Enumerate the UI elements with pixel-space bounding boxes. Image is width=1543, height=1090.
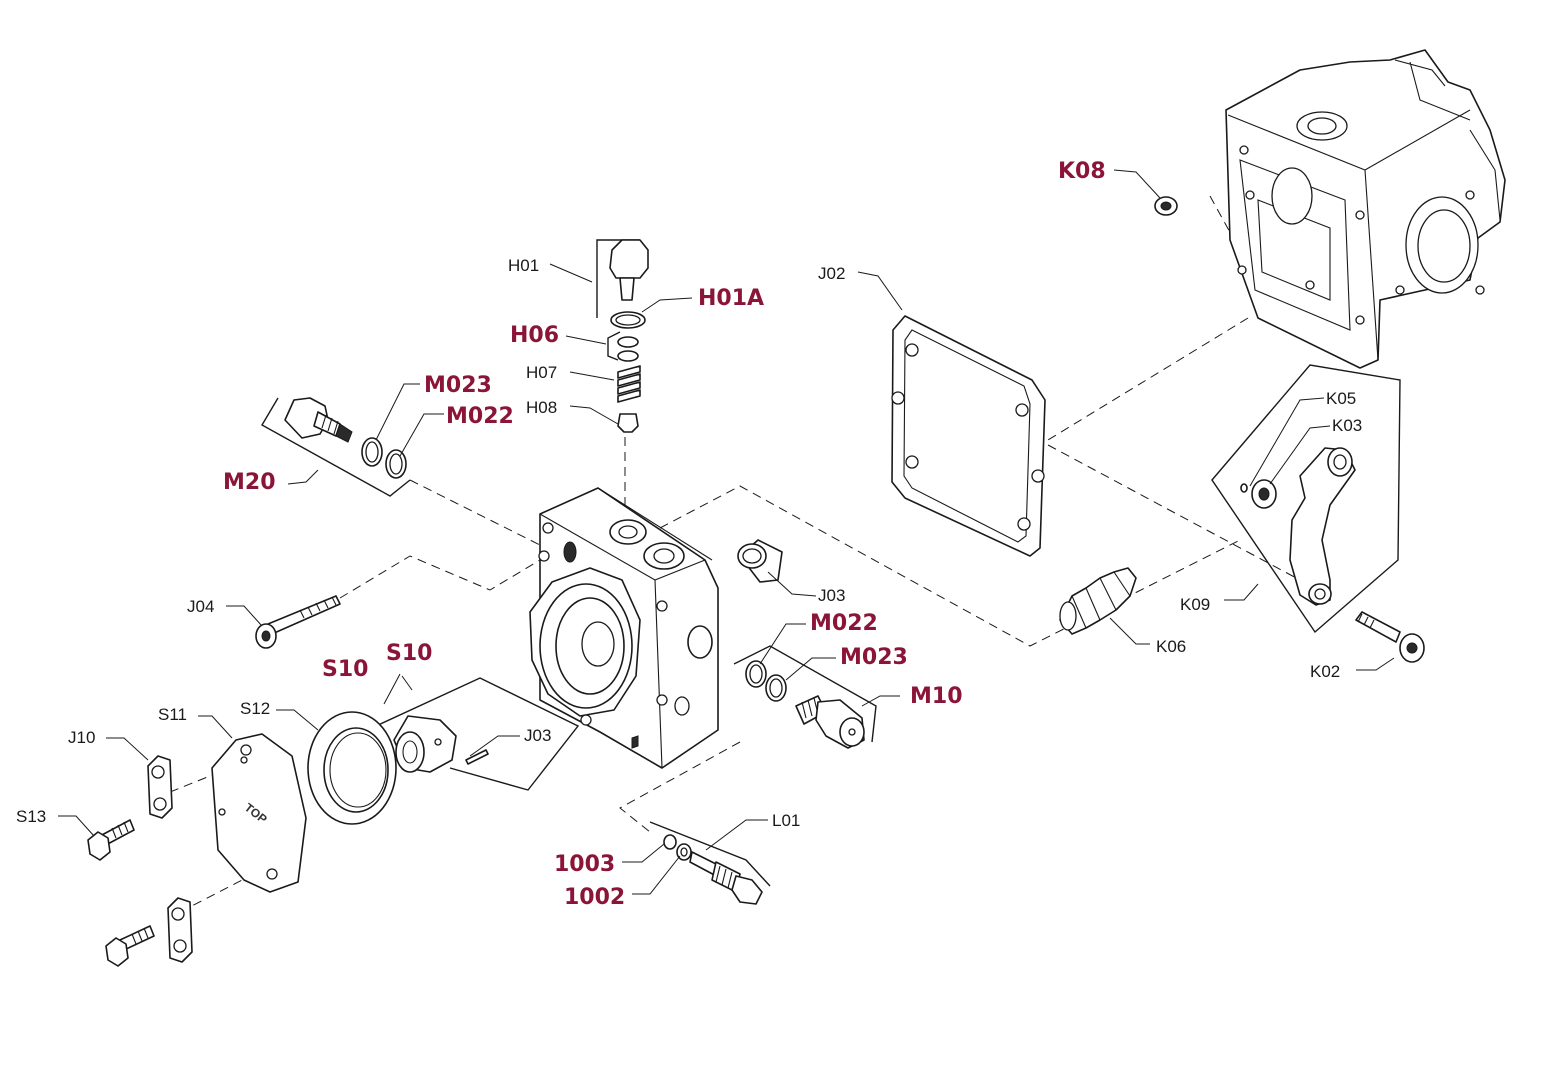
pump-housing-main: [1225, 49, 1506, 369]
j03-bushing: [737, 539, 783, 583]
label-h06: H06: [510, 323, 559, 348]
j10-link-plate-lower: [167, 897, 193, 963]
label-m20: M20: [223, 470, 276, 495]
label-j02: J02: [818, 264, 845, 283]
label-j03-upper: J03: [818, 586, 845, 605]
leader-lines: [58, 169, 1395, 895]
h-stack: [596, 239, 649, 433]
s12-seal: [307, 711, 397, 825]
j10-link-plate-upper: [147, 755, 173, 819]
label-k06: K06: [1156, 637, 1186, 656]
label-s10-left: S10: [322, 657, 368, 682]
label-j10: J10: [68, 728, 95, 747]
label-k02: K02: [1310, 662, 1340, 681]
s10-shaft-group: [375, 677, 580, 791]
label-h01a: H01A: [698, 286, 764, 311]
label-k09: K09: [1180, 595, 1210, 614]
j02-gasket: [891, 315, 1046, 557]
label-m022-upper: M022: [446, 404, 514, 429]
label-s13: S13: [16, 807, 46, 826]
label-s10-right: S10: [386, 641, 432, 666]
label-j03-lower: J03: [524, 726, 551, 745]
m10-valve-group: [733, 645, 877, 749]
label-m023-lower: M023: [840, 645, 908, 670]
label-1003: 1003: [554, 852, 615, 877]
k08-nut: [1154, 196, 1178, 216]
j04-screw: [255, 595, 341, 649]
label-m022-lower: M022: [810, 611, 878, 636]
s13-bolt-lower: [105, 925, 155, 967]
label-s12: S12: [240, 699, 270, 718]
label-m023-upper: M023: [424, 373, 492, 398]
label-1002: 1002: [564, 885, 625, 910]
label-k05: K05: [1326, 389, 1356, 408]
label-j04: J04: [187, 597, 214, 616]
center-block: [529, 487, 719, 769]
k06-spring: [1059, 567, 1137, 635]
k09-lever-group: [1211, 364, 1401, 634]
label-l01: L01: [772, 811, 800, 830]
label-m10: M10: [910, 684, 963, 709]
label-k08: K08: [1058, 159, 1106, 184]
l01-valve-group: [649, 821, 771, 905]
m20-valve-group: [261, 397, 411, 497]
part-labels: K08 H01 H01A H06 H07 H08 J02 M023 M022 M…: [16, 159, 1362, 910]
label-k03: K03: [1332, 416, 1362, 435]
label-h08: H08: [526, 398, 557, 417]
assembly-dashed-lines: [169, 195, 1301, 913]
k02-screw: [1355, 611, 1425, 663]
s11-cover-plate: TOP: [211, 733, 307, 893]
s13-bolt-upper: [87, 819, 135, 861]
label-h07: H07: [526, 363, 557, 382]
label-s11: S11: [158, 705, 187, 724]
label-h01: H01: [508, 256, 539, 275]
